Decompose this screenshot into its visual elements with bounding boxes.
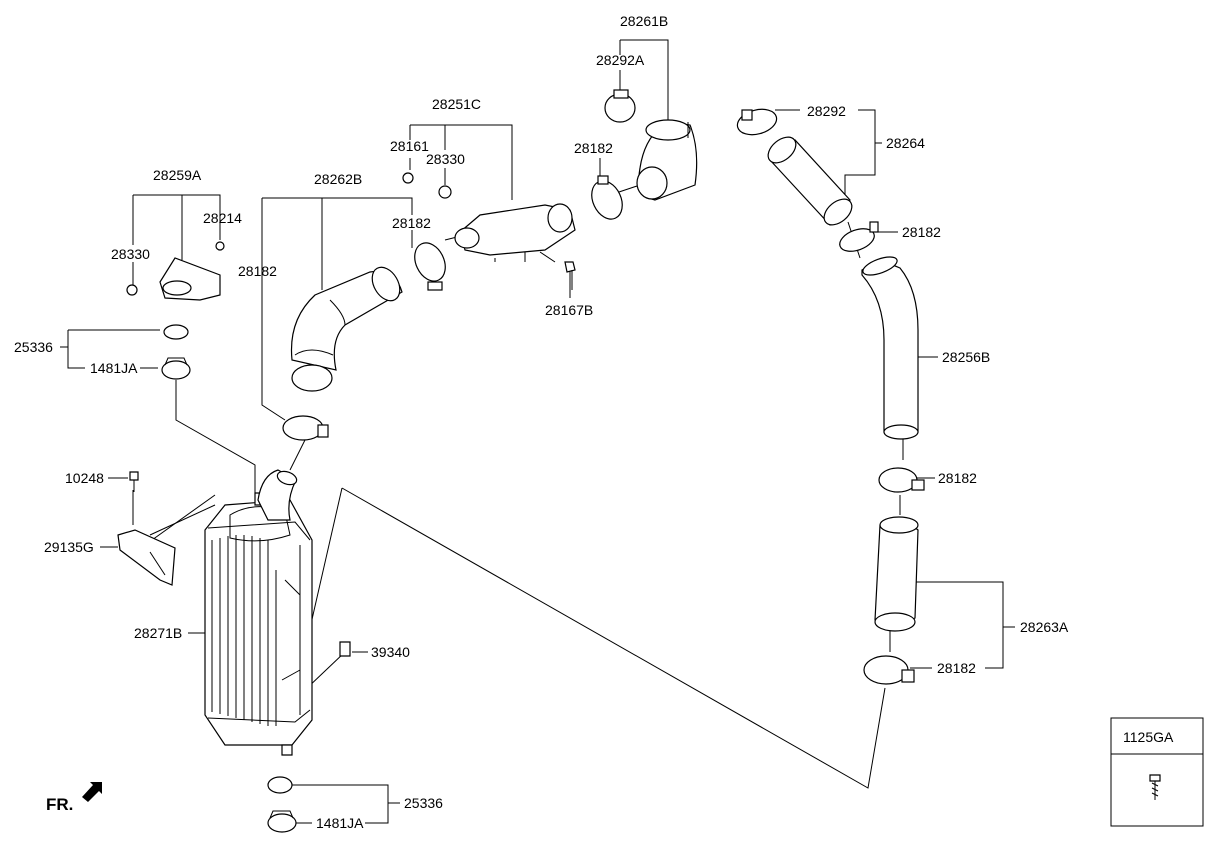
pipe-28251C — [454, 203, 576, 263]
label-28263A: 28263A — [1020, 619, 1069, 635]
label-25336-bot: 25336 — [404, 795, 443, 811]
pipe-28256B — [861, 256, 919, 440]
label-28262B: 28262B — [314, 171, 362, 187]
fr-label: FR. — [46, 795, 73, 814]
label-28182-right2: 28182 — [938, 470, 977, 486]
label-28271B: 28271B — [134, 625, 182, 641]
label-28256B: 28256B — [942, 349, 990, 365]
label-28292A: 28292A — [596, 52, 645, 68]
hose-28263A — [874, 516, 919, 632]
bracket-28259A — [126, 241, 225, 301]
clamps — [282, 89, 925, 685]
leader-lines — [60, 39, 1015, 824]
label-28292: 28292 — [807, 103, 846, 119]
label-28261B: 28261B — [620, 13, 668, 29]
label-28161: 28161 — [390, 138, 429, 154]
label-28182-top: 28182 — [574, 140, 613, 156]
legend-box — [1110, 717, 1204, 827]
label-28182-right3: 28182 — [937, 660, 976, 676]
label-28182-mid: 28182 — [392, 215, 431, 231]
label-1481JA-bot: 1481JA — [316, 815, 364, 831]
part-labels: 28261B 28292A 28251C 28161 28330 28182 2… — [14, 13, 1174, 831]
label-28182-left: 28182 — [238, 263, 277, 279]
small-fasteners — [129, 172, 576, 657]
label-28259A: 28259A — [153, 167, 202, 183]
label-39340: 39340 — [371, 644, 410, 660]
label-28330-left: 28330 — [111, 246, 150, 262]
label-1481JA-top: 1481JA — [90, 360, 138, 376]
hose-28264 — [767, 136, 853, 226]
label-28182-right1: 28182 — [902, 224, 941, 240]
label-28167B: 28167B — [545, 302, 593, 318]
shield-29135G — [117, 529, 176, 586]
elbow-28261B — [636, 119, 698, 201]
front-direction-arrow — [82, 782, 102, 802]
label-28330-top: 28330 — [426, 151, 465, 167]
hose-28262B — [290, 266, 403, 392]
label-25336-top: 25336 — [14, 339, 53, 355]
label-28264: 28264 — [886, 135, 925, 151]
intercooler — [204, 492, 313, 756]
label-28251C: 28251C — [432, 96, 481, 112]
legend-part-number: 1125GA — [1123, 729, 1174, 745]
label-10248: 10248 — [65, 470, 104, 486]
intercooler-inlet-pipe — [257, 469, 298, 521]
bolt-icon — [1149, 774, 1161, 800]
label-28214: 28214 — [203, 210, 242, 226]
mount-grommets — [161, 324, 297, 833]
label-29135G: 29135G — [44, 539, 94, 555]
